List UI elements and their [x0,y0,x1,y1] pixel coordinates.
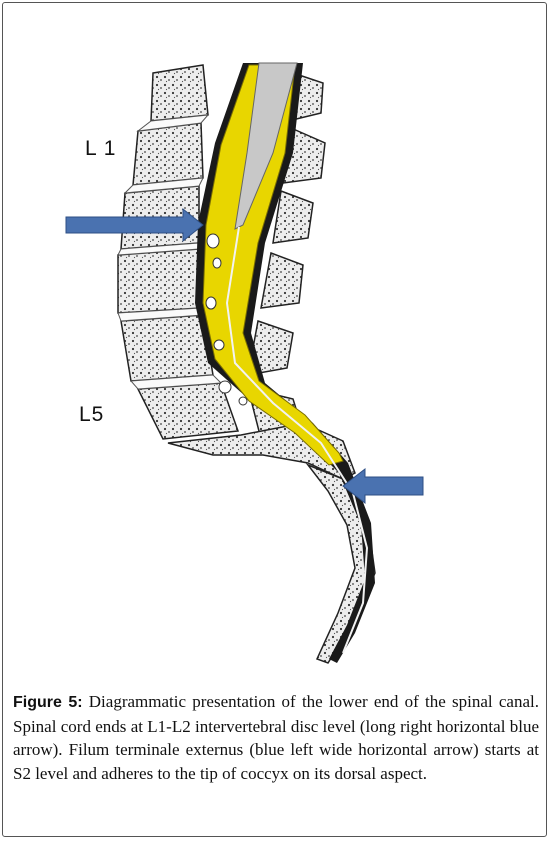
cord-end-arrow [65,207,204,243]
filum-terminale [225,226,369,654]
spine-illustration [65,62,424,664]
filum-start-arrow [342,467,424,505]
caption-label: Figure 5: [13,694,83,711]
spine-diagram: L 1 L5 [3,3,548,693]
level-label-l1: L 1 [85,137,117,160]
conus-medullaris [234,62,298,230]
level-label-l5: L5 [79,403,105,426]
figure-caption: Figure 5: Diagrammatic presentation of t… [13,690,539,785]
caption-text: Diagrammatic presentation of the lower e… [13,692,539,783]
intervertebral-discs [117,114,223,390]
nerve-roots [205,233,248,406]
